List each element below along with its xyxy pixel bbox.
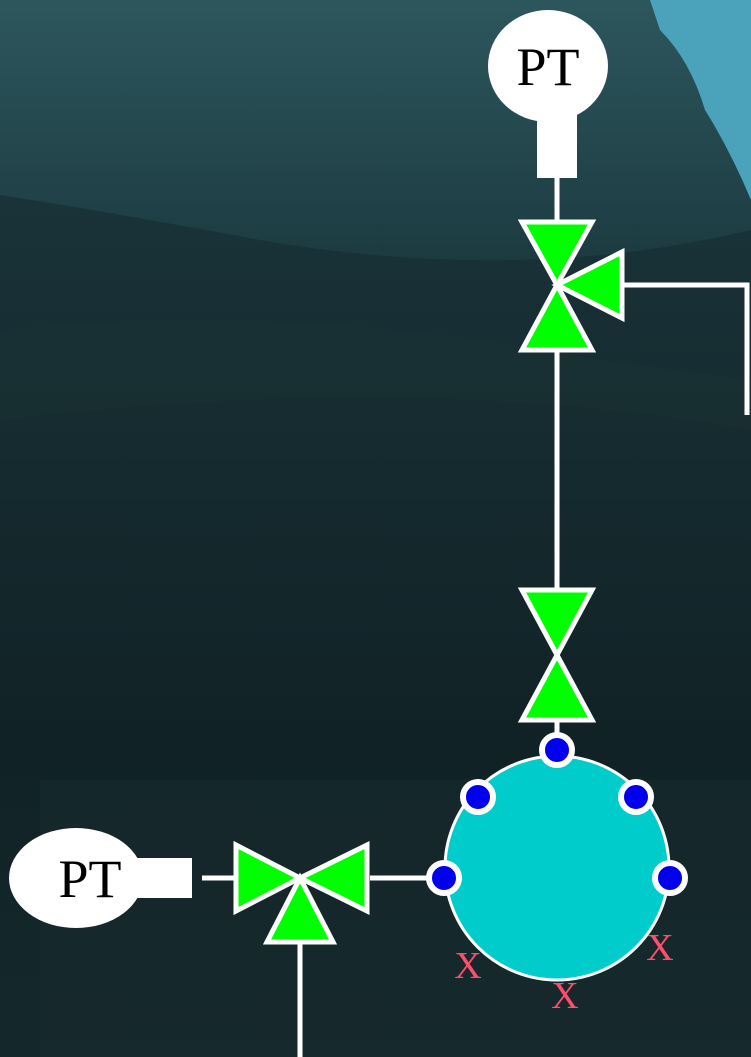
valve-port-right	[551, 247, 625, 323]
vessel-port-top[interactable]	[539, 732, 575, 768]
transmitter-head	[488, 10, 608, 122]
vessel-port-upper-right[interactable]	[618, 779, 654, 815]
vessel-marker-right: X	[646, 927, 673, 969]
valve-half-bottom	[517, 649, 597, 723]
vessel[interactable]: X X X	[426, 732, 688, 1017]
three-way-valve-left[interactable]	[233, 840, 370, 945]
vessel-port-upper-left[interactable]	[460, 779, 496, 815]
valve-port-bottom	[262, 872, 338, 945]
pt-left-label: PT	[58, 849, 121, 909]
two-way-valve-lower[interactable]	[517, 587, 597, 723]
vessel-port-right[interactable]	[652, 860, 688, 896]
valve-half-top	[517, 587, 597, 661]
pressure-transmitter-top[interactable]: PT	[488, 10, 608, 178]
pressure-transmitter-left[interactable]: PT	[9, 828, 192, 928]
vessel-port-left[interactable]	[426, 860, 462, 896]
pipe-right-branch	[622, 282, 750, 415]
valve-port-top	[517, 219, 597, 291]
valve-port-bottom	[517, 279, 597, 353]
valve-port-left	[233, 840, 306, 916]
vessel-marker-bottom: X	[551, 975, 578, 1017]
transmitter-head	[9, 828, 143, 928]
background-map-water	[650, 0, 751, 200]
vessel-marker-left: X	[454, 945, 481, 987]
valve-port-right	[294, 840, 370, 916]
pt-top-label: PT	[516, 37, 579, 97]
three-way-valve-top[interactable]	[517, 219, 625, 353]
background-band	[0, 320, 751, 430]
